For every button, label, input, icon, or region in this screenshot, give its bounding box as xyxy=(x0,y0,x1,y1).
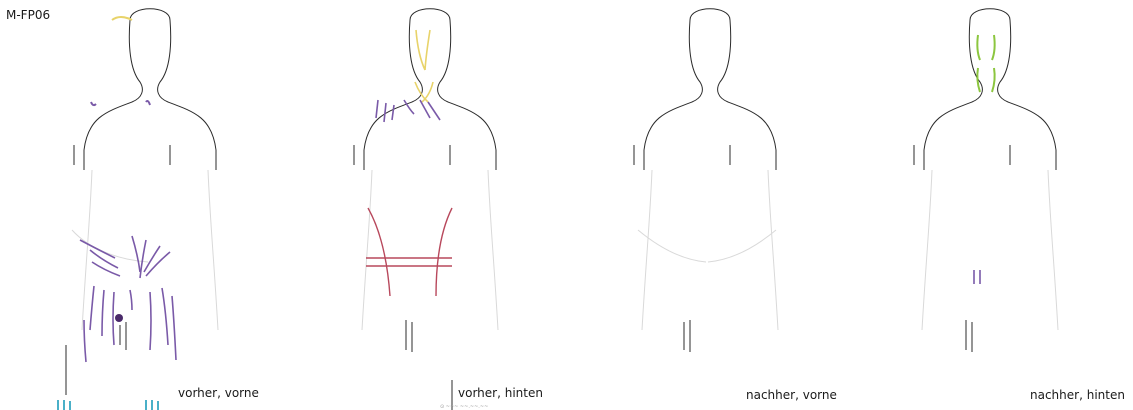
figure-before-back: ⊙ ~~~ ~~.~~.~~ xyxy=(300,0,560,410)
figure-after-front xyxy=(580,0,840,410)
body-outline-after-front xyxy=(580,0,840,410)
body-outline-before-back: ⊙ ~~~ ~~.~~.~~ xyxy=(300,0,560,410)
scribble-date: ⊙ ~~~ ~~.~~.~~ xyxy=(440,404,488,410)
body-outline-after-back xyxy=(860,0,1120,410)
figure-before-front xyxy=(20,0,280,410)
panel-label-before-back: vorher, hinten xyxy=(458,386,543,400)
panel-label-after-front: nachher, vorne xyxy=(746,388,837,402)
body-outline-before-front xyxy=(20,0,280,410)
panel-label-before-front: vorher, vorne xyxy=(178,386,259,400)
panel-label-after-back: nachher, hinten xyxy=(1030,388,1125,402)
figure-after-back xyxy=(860,0,1120,410)
